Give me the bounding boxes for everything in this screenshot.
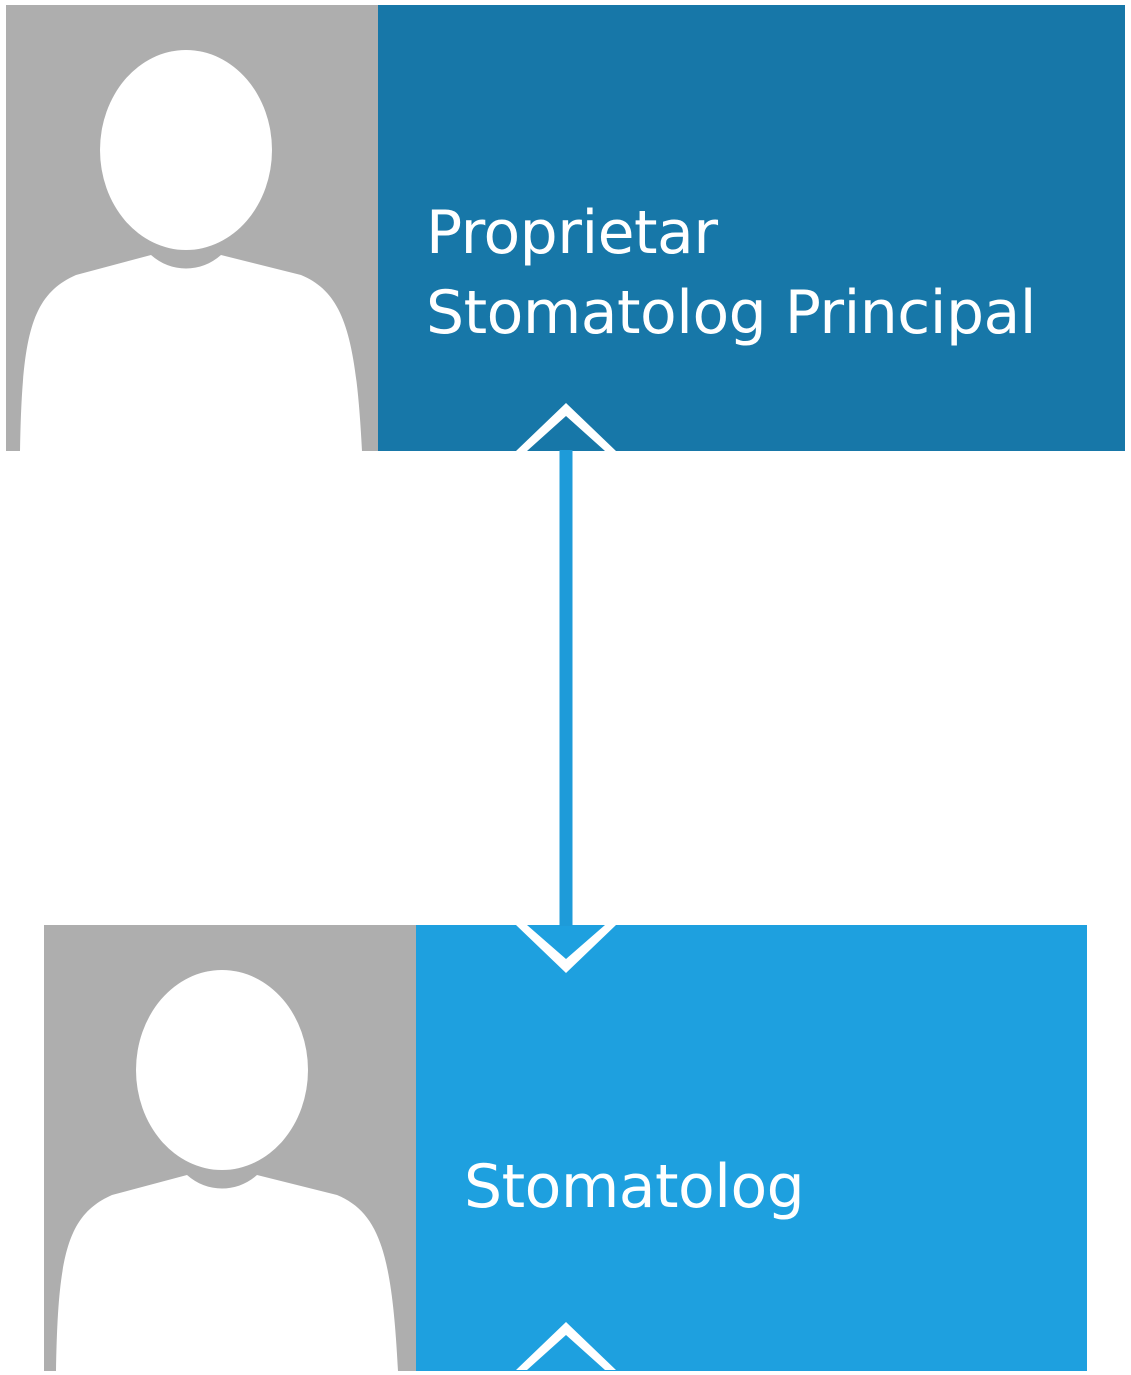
avatar xyxy=(6,5,378,451)
node-title-line-1: Stomatolog xyxy=(464,1152,805,1222)
org-node-dentist[interactable]: Stomatolog xyxy=(44,925,1087,1371)
node-title: Proprietar Stomatolog Principal xyxy=(426,193,1036,353)
node-label-panel: Proprietar Stomatolog Principal xyxy=(378,5,1125,451)
node-title-line-1: Proprietar xyxy=(426,198,718,268)
node-title-line-2: Stomatolog Principal xyxy=(426,278,1036,348)
org-node-owner[interactable]: Proprietar Stomatolog Principal xyxy=(6,5,1125,451)
node-title: Stomatolog xyxy=(464,1147,805,1227)
person-placeholder-icon xyxy=(56,970,398,1371)
node-label-panel: Stomatolog xyxy=(416,925,1087,1371)
avatar xyxy=(44,925,416,1371)
person-placeholder-icon xyxy=(20,50,362,451)
